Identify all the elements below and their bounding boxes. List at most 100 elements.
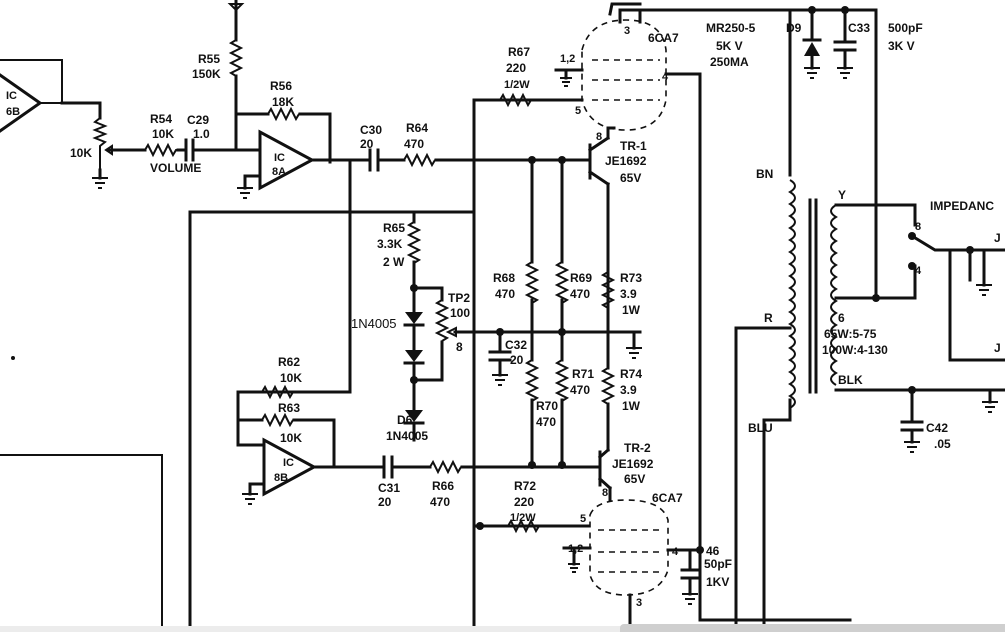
c29-label: C29 (187, 113, 209, 127)
r70-label: R70 (536, 399, 558, 413)
c32-label: C32 (505, 338, 527, 352)
spec-100w: 100W:4-130 (822, 343, 888, 357)
r72-watt: 1/2W (510, 512, 536, 524)
r70: R70 470 (524, 359, 558, 429)
tube1-pin8: 8 (596, 131, 602, 143)
r66-value: 470 (430, 495, 450, 509)
r69-label: R69 (570, 271, 592, 285)
r73: R73 3.9 1W (600, 271, 642, 317)
tube2-pin3: 3 (636, 597, 642, 609)
jack-top: J (994, 231, 1001, 245)
r64-value: 470 (404, 137, 424, 151)
r65-watt: 2 W (383, 255, 405, 269)
volume-pot: 10K (70, 117, 147, 189)
r62-label: R62 (278, 355, 300, 369)
r65-label: R65 (383, 221, 405, 235)
r71-label: R71 (572, 367, 594, 381)
r74-label: R74 (620, 367, 642, 381)
c33-voltage: 3K V (888, 39, 915, 53)
hv-rail (638, 6, 878, 300)
spec-65w: 65W:5-75 (824, 327, 877, 341)
c46-value: 50pF (704, 557, 732, 571)
c33-value: 500pF (888, 21, 923, 35)
r67-watt: 1/2W (504, 79, 530, 91)
ic8b-sub: 8B (274, 472, 288, 484)
r62: R62 10K (261, 355, 302, 400)
ic-left-sub: 6B (6, 106, 20, 118)
tube2-pin5: 5 (580, 513, 586, 525)
ic8b-label: IC (283, 457, 294, 469)
c31-value: 20 (378, 495, 392, 509)
tp2-pin: 8 (456, 340, 463, 354)
tp2-trimpot: TP2 100 8 (412, 286, 502, 382)
r68-value: 470 (495, 287, 515, 301)
r55-label: R55 (198, 52, 220, 66)
d9-label: D9 (786, 21, 802, 35)
r65: R65 3.3K 2 W (377, 210, 422, 290)
mr250-voltage: 5K V (716, 39, 743, 53)
r56-label: R56 (270, 79, 292, 93)
ic8a-label: IC (274, 152, 285, 164)
r62-value: 10K (280, 371, 302, 385)
tube2-pin8: 8 (602, 487, 608, 499)
tr2-type: JE1692 (612, 457, 654, 471)
r71-value: 470 (570, 383, 590, 397)
tube-top: 3 6CA7 1,2 5 8 4 (472, 2, 702, 622)
volume-pot-value: 10K (70, 146, 92, 160)
r71: R71 470 (554, 359, 594, 402)
horizontal-scroll-track[interactable] (0, 626, 1005, 632)
tp2-value: 100 (450, 306, 470, 320)
r69: R69 470 (554, 261, 592, 304)
r73-label: R73 (620, 271, 642, 285)
r70-value: 470 (536, 415, 556, 429)
r67-label: R67 (508, 45, 530, 59)
volume-label: VOLUME (150, 161, 201, 175)
tap-6: 6 (838, 311, 845, 325)
d6-label: D6 (397, 413, 413, 427)
c46-voltage: 1KV (706, 575, 729, 589)
d6-value: 1N4005 (386, 429, 428, 443)
diode-string: 1N4005 D6 1N4005 (351, 284, 428, 443)
lead-blu: BLU (748, 421, 773, 435)
tube2-pin12: 1,2 (568, 543, 583, 555)
tube1-pin12: 1,2 (560, 53, 575, 65)
r72-value: 220 (514, 495, 534, 509)
mr250-current: 250MA (710, 55, 749, 69)
r63-value: 10K (280, 431, 302, 445)
c42-label: C42 (926, 421, 948, 435)
lead-r: R (764, 311, 773, 325)
c46-label: 46 (706, 544, 720, 558)
r54-value: 10K (152, 127, 174, 141)
c42-value: .05 (934, 437, 951, 451)
r67: R67 220 1/2W (499, 45, 532, 108)
feedback-bus (188, 158, 476, 630)
c46: 46 50pF 1KV (680, 544, 732, 605)
r64-label: R64 (406, 121, 428, 135)
tr1-label: TR-1 (620, 139, 647, 153)
r74: R74 3.9 1W (600, 330, 642, 452)
impedance-switch: 8 4 IMPEDANC J J (908, 199, 1005, 413)
tube2-pin4: 4 (672, 546, 679, 558)
r72: R72 220 1/2W (476, 479, 540, 534)
c30: C30 20 (348, 123, 406, 172)
r65-value: 3.3K (377, 237, 403, 251)
bias-rails (472, 98, 642, 630)
tube-bottom: 8 6CA7 5 1,2 4 3 (472, 487, 702, 630)
c29: C29 1.0 (176, 113, 238, 162)
r73-value: 3.9 (620, 287, 637, 301)
tap-8: 8 (915, 221, 921, 233)
r66-label: R66 (432, 479, 454, 493)
r66: R66 470 (429, 459, 602, 509)
c29-value: 1.0 (193, 127, 210, 141)
tr2: TR-2 JE1692 65V (597, 441, 654, 502)
opamp-ic8a: IC 8A (234, 129, 352, 199)
c32-value: 20 (510, 353, 524, 367)
r74-value: 3.9 (620, 383, 637, 397)
r54: R54 10K VOLUME (144, 112, 201, 175)
tube1-pin5: 5 (575, 105, 581, 117)
ic8a-sub: 8A (272, 166, 286, 178)
horizontal-scrollbar-thumb[interactable] (620, 624, 1005, 632)
r63: R63 10K (236, 401, 336, 469)
mr250-label: MR250-5 (706, 21, 756, 35)
r69-value: 470 (570, 287, 590, 301)
